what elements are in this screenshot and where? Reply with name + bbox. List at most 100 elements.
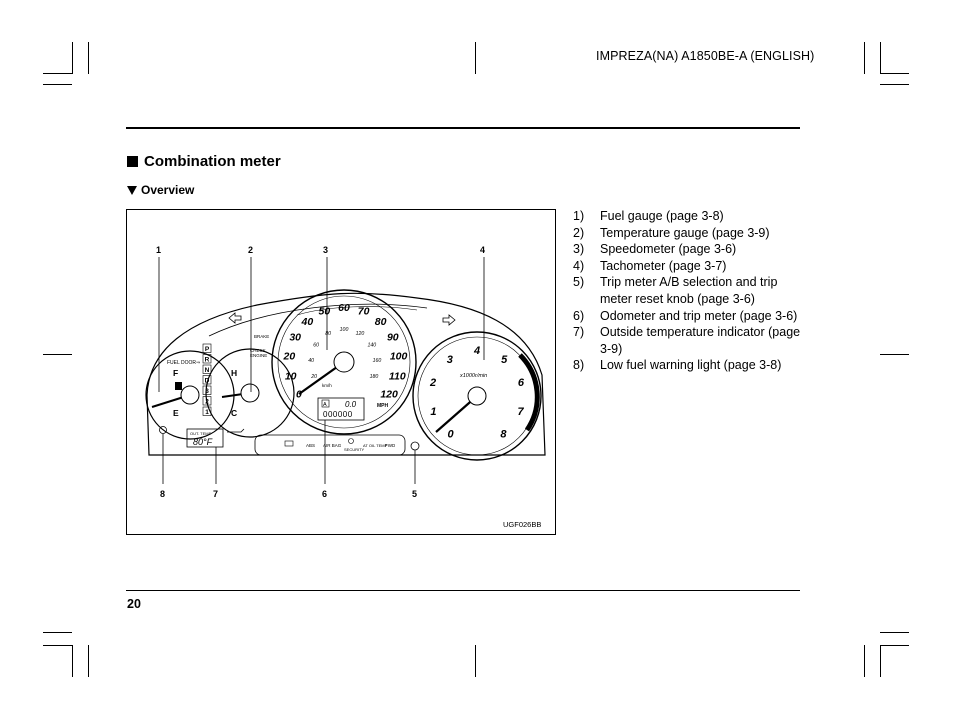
gear-box: [202, 354, 212, 364]
legend-item: 8) Low fuel warning light (page 3-8): [573, 357, 803, 374]
speedo-kmh-label: 40: [308, 358, 314, 364]
tacho-unit: x1000r/min: [459, 373, 487, 379]
speedo-mph-label: 100: [390, 351, 408, 363]
subsection-title: Overview: [127, 183, 194, 197]
speedo-mph-label: 70: [358, 306, 370, 318]
outside-temp-label: OUT. TEMP: [190, 431, 212, 436]
abs-label: ABS: [306, 443, 315, 448]
gear-label: 2: [205, 399, 209, 406]
legend-item: 1) Fuel gauge (page 3-8): [573, 208, 803, 225]
page-number: 20: [127, 597, 141, 611]
gear-box: [202, 375, 212, 385]
tacho-label: 0: [448, 429, 455, 441]
gear-box: [202, 343, 212, 353]
legend-item-text: Low fuel warning light (page 3-8): [600, 358, 782, 373]
legend-item-number: 3): [573, 242, 585, 257]
fuel-empty-label: E: [173, 408, 179, 418]
security-label: SECURITY: [344, 447, 365, 452]
speedo-mph-label: 60: [338, 302, 350, 314]
tacho-label: 5: [501, 354, 508, 366]
callout-6: 6: [322, 489, 327, 499]
brake-label: BRAKE: [254, 334, 269, 339]
speedo-mph-label: 40: [301, 316, 314, 328]
speedo-mph-label: 20: [283, 351, 296, 363]
speedo-mph-label: 50: [319, 306, 331, 318]
legend-item: 5) Trip meter A/B selection and trip mete…: [573, 274, 803, 307]
section-title: Combination meter: [127, 153, 281, 170]
tacho-label: 4: [473, 345, 480, 357]
legend-item-number: 5): [573, 275, 585, 290]
section-square-icon: [127, 156, 138, 167]
legend-item: 6)Odometer and trip meter (page 3-6): [573, 308, 803, 325]
fuel-full-label: F: [173, 368, 178, 378]
legend-item-text: Trip meter A/B selection and trip meter …: [600, 275, 778, 306]
legend-item-text: Fuel gauge (page 3-8): [600, 209, 724, 223]
tacho-label: 7: [518, 406, 525, 418]
legend-item-text: Outside temperature indicator (page 3-9): [600, 325, 801, 356]
speedo-kmh-label: 100: [340, 327, 349, 333]
gear-box: [202, 406, 212, 416]
legend-item-text: Tachometer (page 3-7): [600, 258, 727, 273]
security-icon: [348, 438, 354, 444]
callout-1: 1: [156, 245, 161, 255]
fwd-label: FWD: [385, 443, 396, 448]
battery-icon: [284, 440, 294, 447]
at-oil-temp-label: AT OIL TEMP: [363, 443, 388, 448]
speedo-mph-label: 90: [387, 332, 399, 344]
speedo-unit: MPH: [377, 403, 389, 409]
section-title-text: Combination meter: [144, 153, 281, 170]
tacho-label: 8: [500, 429, 507, 441]
callout-5: 5: [412, 489, 417, 499]
outside-temp-value: 80°F: [193, 437, 213, 447]
gear-box: [202, 364, 212, 374]
subsection-title-text: Overview: [141, 183, 195, 197]
oil-can-icon: [227, 428, 245, 433]
legend-item: 2) Temperature gauge (page 3-9): [573, 225, 803, 242]
callout-2: 2: [248, 245, 253, 255]
gear-label: N: [205, 367, 210, 374]
speedo-mph-label: 110: [389, 371, 406, 383]
tacho-label: 2: [429, 377, 436, 389]
check-engine-label-2: ENGINE: [250, 353, 267, 358]
speedo-mph-label: 10: [285, 371, 297, 383]
legend-item-text: Odometer and trip meter (page 3-6): [600, 308, 798, 323]
legend-item: 7) Outside temperature indicator (page 3-…: [573, 324, 803, 357]
callout-3: 3: [323, 245, 328, 255]
low-fuel-light: [159, 426, 167, 434]
legend-item-number: 4): [573, 258, 585, 273]
check-engine-label-1: CHECK: [250, 348, 266, 353]
callout-legend: 1) Fuel gauge (page 3-8) 2) Temperature gau…: [573, 208, 803, 374]
speedo-kmh-unit: km/h: [322, 383, 332, 388]
legend-item: 4) Tachometer (page 3-7): [573, 258, 803, 275]
legend-item-text: Speedometer (page 3-6): [600, 242, 737, 257]
gear-label: R: [205, 357, 210, 364]
gear-box: [202, 396, 212, 406]
speedo-mph-label: 80: [375, 316, 387, 328]
odometer-mode: A: [323, 402, 327, 408]
legend-item: 3) Speedometer (page 3-6): [573, 241, 803, 258]
speedo-kmh-label: 140: [367, 342, 376, 348]
header-rule: [126, 127, 800, 129]
speedo-mph-label: 30: [289, 332, 301, 344]
gear-label: P: [205, 346, 210, 353]
legend-item-number: 2): [573, 225, 585, 240]
document-code: IMPREZA(NA) A1850BE-A (ENGLISH): [596, 49, 815, 63]
speedo-kmh-label: 20: [310, 374, 317, 380]
combination-meter-drawing: FUEL DOOR⇒ F E H C CHECK ENGINE BRAKE PR…: [145, 245, 546, 529]
speedo-mph-label: 0: [296, 389, 302, 401]
trip-reset-knob: [410, 441, 420, 451]
legend-item-text: Temperature gauge (page 3-9): [600, 225, 770, 240]
callout-7: 7: [213, 489, 218, 499]
legend-item-number: 7): [573, 325, 585, 340]
legend-item-number: 8): [573, 358, 585, 373]
speedo-kmh-label: 60: [313, 342, 319, 348]
figure-id: UGF026BB: [503, 520, 541, 529]
legend-item-number: 1): [573, 209, 585, 223]
callout-4: 4: [480, 245, 485, 255]
speedo-kmh-label: 180: [370, 374, 379, 380]
footer-rule: [126, 590, 800, 591]
